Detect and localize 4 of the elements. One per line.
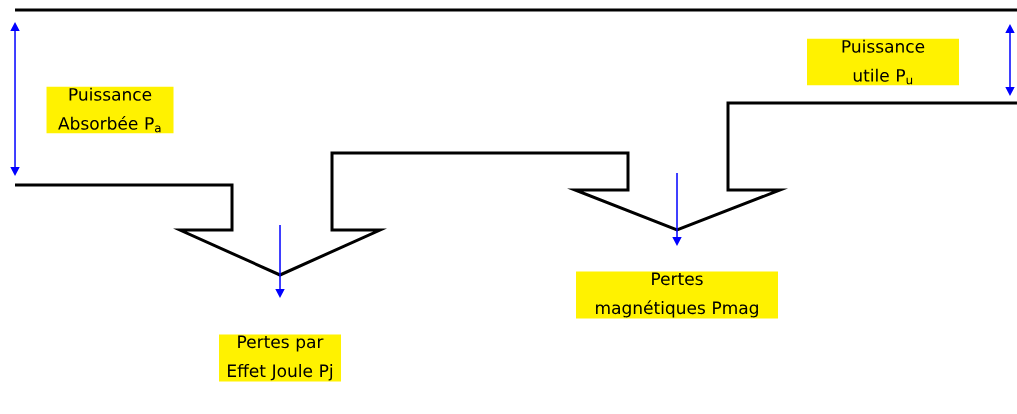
highlighted-label: Puissance utile P$_{u}$ xyxy=(807,38,959,86)
highlighted-label: Pertes magnétiques Pmag xyxy=(576,271,778,319)
highlighted-label: Pertes par Effet Joule Pj xyxy=(219,334,341,382)
highlighted-label: Puissance Absorbée P$_{a}$ xyxy=(46,86,174,134)
